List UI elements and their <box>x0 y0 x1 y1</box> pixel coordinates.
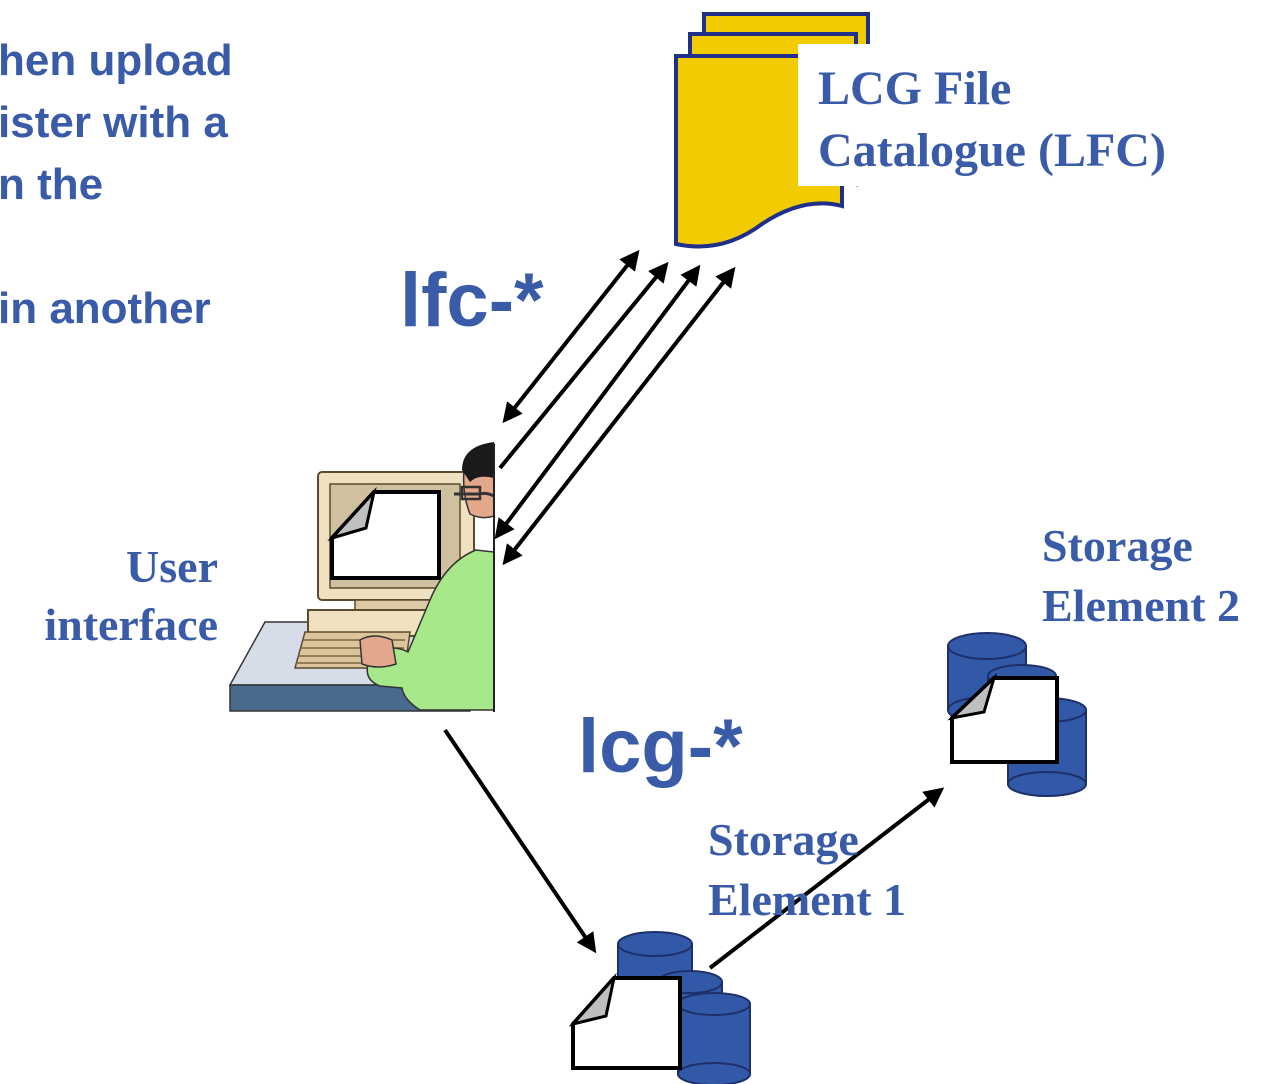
user-interface-label-line: interface <box>44 599 218 650</box>
lfc-arrow-4 <box>502 266 736 566</box>
storage-element-2-label: Storage Element 2 <box>1042 516 1240 636</box>
lcg-arrow-to-se1 <box>443 728 597 954</box>
lfc-arrows <box>494 249 736 566</box>
intro-text: hen upload ister with a n the in another <box>0 30 233 340</box>
lcg-arrow-to-se2 <box>708 787 945 970</box>
user-interface-label: User interface <box>12 538 218 654</box>
storage-element-1-file-icon <box>568 972 682 1070</box>
intro-line: n the <box>0 160 104 209</box>
storage-element-1-label: Storage Element 1 <box>708 810 906 930</box>
catalogue-label-line: LCG File <box>818 62 1012 115</box>
intro-line: in another <box>0 284 211 333</box>
storage-element-1-label-line: Storage <box>708 814 859 865</box>
catalogue-label: LCG File Catalogue (LFC) <box>818 58 1166 182</box>
intro-line: ister with a <box>0 98 228 147</box>
lcg-command-label: lcg-* <box>578 704 743 789</box>
intro-line <box>0 216 233 278</box>
user-computer-icon <box>228 442 495 712</box>
storage-element-2-label-line: Storage <box>1042 520 1193 571</box>
storage-element-1-label-line: Element 1 <box>708 874 907 925</box>
storage-element-2-label-line: Element 2 <box>1042 580 1241 631</box>
user-interface-label-line: User <box>126 541 218 592</box>
lfc-command-label: lfc-* <box>400 258 544 343</box>
storage-element-2-file-icon <box>947 673 1059 764</box>
lcg-arrows <box>443 728 945 970</box>
intro-line: hen upload <box>0 36 233 85</box>
catalogue-label-line: Catalogue (LFC) <box>818 124 1166 177</box>
catalogue-stack-icon <box>674 12 908 249</box>
